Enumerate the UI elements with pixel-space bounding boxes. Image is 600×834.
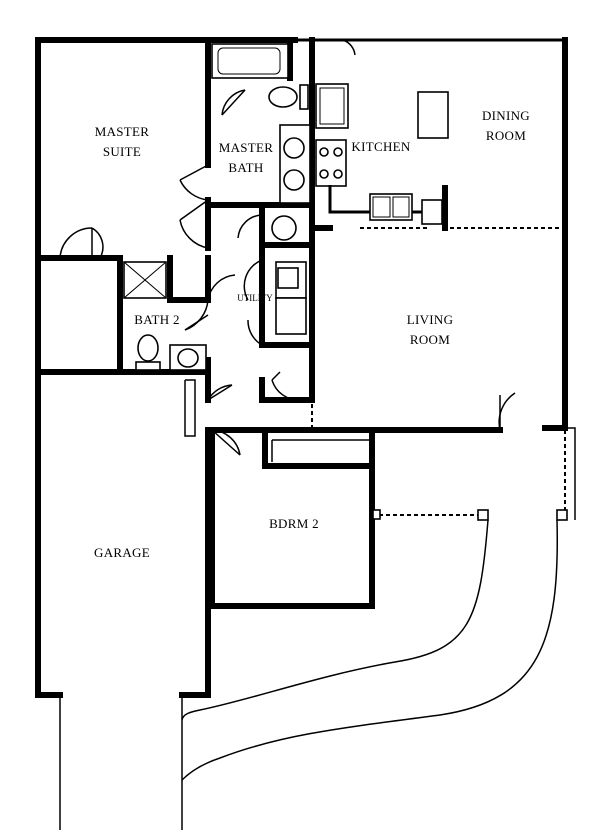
- doors: [59, 39, 516, 456]
- exterior-walls: [35, 37, 568, 698]
- patio: [372, 427, 576, 521]
- open-boundaries: [311, 227, 566, 516]
- label-utility: UTILITY: [237, 293, 273, 303]
- walkway: [59, 519, 559, 830]
- label-dining-room: DINING ROOM: [481, 108, 530, 143]
- fixtures: [123, 43, 449, 371]
- label-bdrm-2: BDRM 2: [269, 516, 319, 531]
- label-bath-2: BATH 2: [134, 312, 180, 327]
- label-living-room: LIVING ROOM: [406, 312, 454, 347]
- label-kitchen: KITCHEN: [351, 139, 411, 154]
- label-master-suite: MASTER SUITE: [94, 124, 150, 159]
- label-master-bath: MASTER BATH: [218, 140, 274, 175]
- interior-walls: [117, 37, 448, 469]
- label-garage: GARAGE: [94, 545, 150, 560]
